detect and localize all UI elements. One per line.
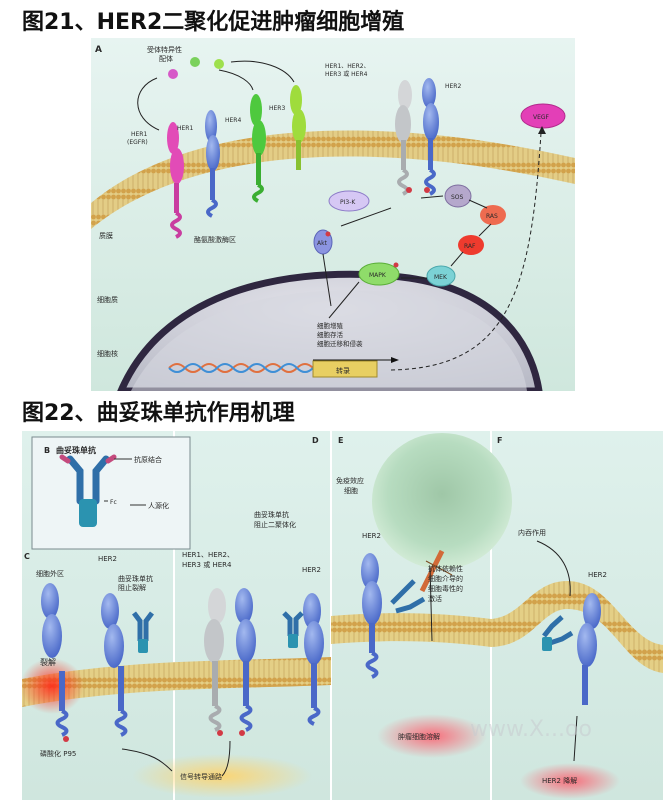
panel-c-receptors [41,583,173,772]
figure-22-title: 图22、曲妥珠单抗作用机理 [22,401,295,426]
panel-e-label: E [338,436,343,445]
her-dimer [395,78,439,196]
her4-receptor [250,94,266,203]
panel-f-label: F [497,436,502,445]
cleavage-glow [22,658,84,714]
figure-21-diagram: A 受体特异性配体 HER1(EGFR) HER1 HER4 HER3 HER1… [91,38,575,391]
akt-label: Akt [317,240,328,247]
lysis-glow [377,714,487,758]
her1-egfr-label: HER1(EGFR) [127,131,148,146]
p95-label: 磷酸化 P95 [40,749,76,758]
block-dimer-label: 曲妥珠单抗阻止二聚体化 [254,510,296,529]
cytoplasm-label: 细胞质 [97,295,118,304]
watermark: www.X...oo [470,717,592,742]
panel-a-label: A [95,45,102,55]
mapk-label: MAPK [369,272,387,279]
pi3k-label: PI3-K [340,199,356,206]
her2-degradation-label: HER2 降解 [542,776,577,785]
kinase-label: 酪氨酸激酶区 [194,235,236,244]
fc-label: Fc [110,499,117,506]
figure-21-title: 图21、HER2二聚化促进肿瘤细胞增殖 [22,10,405,35]
adcc-label: 抗体依赖性细胞介导的细胞毒性的激活 [428,564,463,603]
ligand-pink [168,69,178,79]
signaling-cascade [313,103,566,371]
cleavage-label: 裂解 [40,657,56,667]
nucleus-label: 细胞核 [97,349,118,358]
panel-d-receptors [204,588,324,777]
endocytosis-label: 内吞作用 [518,528,546,537]
signal-pathway-label: 信号转导通路 [180,772,222,781]
transcription-label: 转录 [336,366,350,375]
panel-f-receptor [536,540,601,762]
tumor-lysis-label: 肿瘤细胞溶解 [398,732,440,741]
antigen-binding-label: 抗原结合 [134,455,162,464]
her2-label-f: HER2 [588,571,607,579]
her-combo-label: HER1、HER2、HER3 或 HER4 [325,63,370,78]
raf-label: RAF [464,243,476,250]
dna-strand [168,357,399,378]
ecd-label: 细胞外区 [36,569,64,578]
her2-label: HER2 [445,83,461,90]
mek-label: MEK [434,274,448,281]
her1-label: HER1 [177,125,193,132]
her1-receptor [167,122,184,239]
her-combo-label-d: HER1、HER2、HER3 或 HER4 [182,551,234,569]
panel-d-label: D [312,436,319,445]
immune-cell-label: 免疫效应细胞 [336,476,364,495]
inset-antibody-label: 曲妥珠单抗 [56,445,96,455]
humanized-label: 人源化 [148,501,169,510]
ligand-green [190,57,200,67]
her1-blue-receptor [205,110,220,218]
vegf-label: VEGF [533,114,550,121]
her3-receptor [290,85,306,170]
her2-label-e: HER2 [362,532,381,540]
figure-22-diagram: B 曲妥珠单抗 抗原结合 Fc 人源化 C D E F 细胞外区 HER2 曲妥… [22,431,663,800]
ligand-lime [214,59,224,69]
sos-label: SOS [451,194,464,201]
panel-e-receptor [361,549,453,679]
membrane-label: 质膜 [99,231,113,240]
panel-b-label: B [44,446,50,455]
ras-label: RAS [486,213,498,220]
ligand-label: 受体特异性配体 [147,45,182,63]
her2-label-d: HER2 [302,566,321,574]
her4-label: HER4 [225,117,241,124]
immune-effector-cell [372,433,512,569]
block-cleavage-label: 曲妥珠单抗阻止裂解 [118,574,153,592]
panel-c-label: C [24,552,30,561]
her3-label: HER3 [269,105,285,112]
effects-label: 细胞增殖细胞存活细胞迁移和侵袭 [317,321,363,348]
degradation-glow [520,763,620,799]
inset-b-antibody [31,436,191,550]
her2-label-c: HER2 [98,555,117,563]
